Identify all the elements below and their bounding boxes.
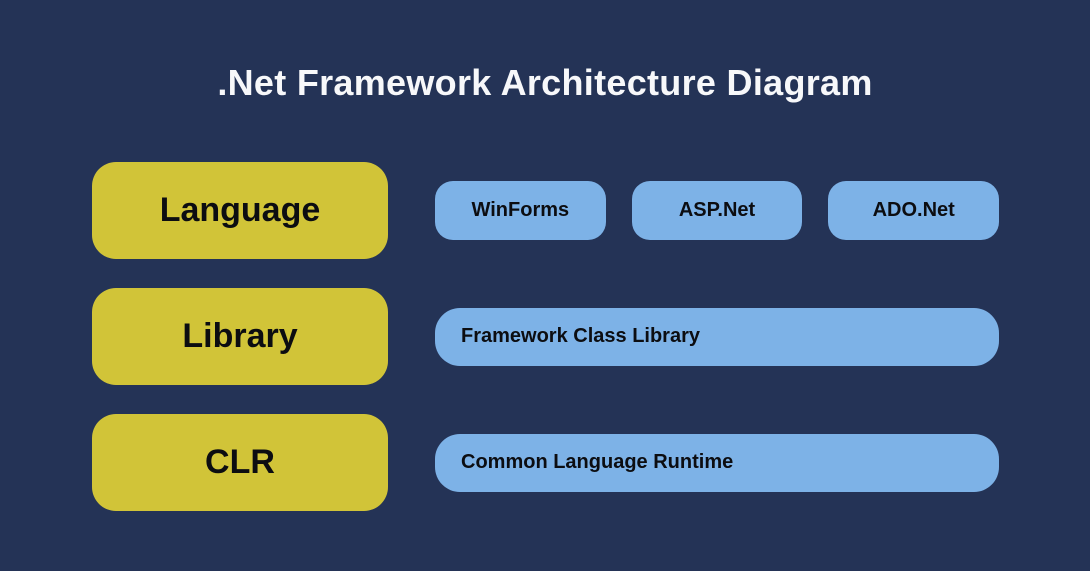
item-box-adonet: ADO.Net <box>828 181 1000 240</box>
layer-box-language: Language <box>92 162 388 259</box>
diagram-title: .Net Framework Architecture Diagram <box>217 62 873 103</box>
row-language: Language WinForms ASP.Net ADO.Net <box>92 162 1000 259</box>
item-box-framework-class-library: Framework Class Library <box>435 307 999 366</box>
diagram-body: Language WinForms ASP.Net ADO.Net Librar… <box>92 162 1000 511</box>
item-box-common-language-runtime: Common Language Runtime <box>435 433 999 492</box>
item-box-winforms: WinForms <box>435 181 606 240</box>
layer-box-clr: CLR <box>92 414 388 511</box>
layer-box-library: Library <box>92 288 388 385</box>
row-language-items: WinForms ASP.Net ADO.Net <box>435 181 1000 240</box>
item-box-aspnet: ASP.Net <box>631 181 803 240</box>
row-library-items: Framework Class Library <box>435 307 999 366</box>
row-clr-items: Common Language Runtime <box>435 433 999 492</box>
row-library: Library Framework Class Library <box>92 288 999 385</box>
row-clr: CLR Common Language Runtime <box>92 414 999 511</box>
